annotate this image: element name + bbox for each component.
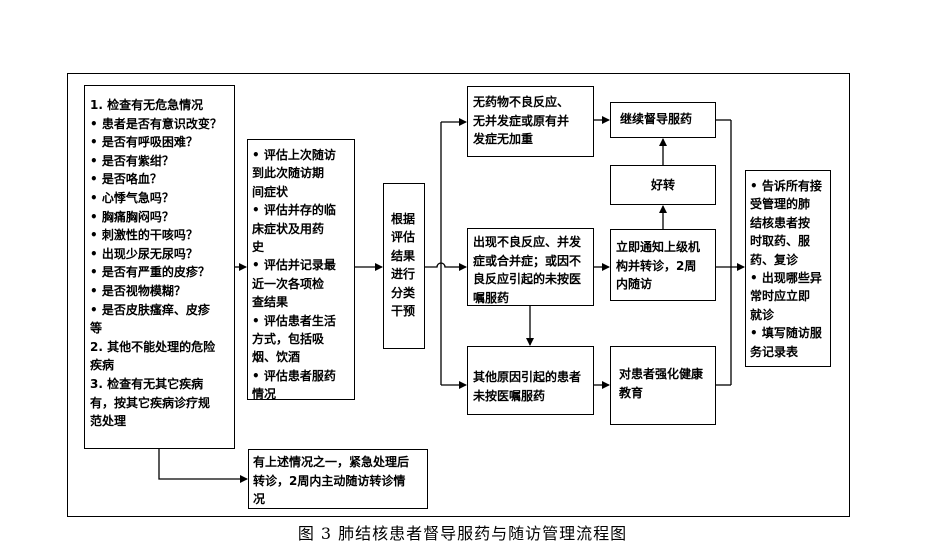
box-text-line: • 出现少尿无尿吗？	[90, 246, 198, 261]
box-text-line: 内随访	[616, 277, 653, 292]
box-text-line: 继续督导服药	[620, 112, 693, 126]
box-text-line: 况	[253, 492, 266, 507]
improved-box: 好转	[610, 165, 716, 205]
box-text-line: 结核患者按	[750, 215, 811, 230]
arrow-b1-b12	[158, 449, 248, 483]
box-text-line: 时取药、服	[750, 234, 811, 249]
box-text-line: 史	[252, 240, 265, 255]
box-text-line: 未按医嘱服药	[473, 388, 546, 403]
box-text-line: • 评估患者生活	[252, 313, 336, 328]
adverse-reaction-box: 出现不良反应、并发症或合并症；或因不良反应引起的未按医嘱服药	[467, 228, 594, 306]
box-text-line: • 评估并存的临	[252, 203, 336, 218]
health-education-box: 对患者强化健康教育	[610, 346, 716, 425]
box-text-line: • 心悸气急吗？	[90, 190, 174, 205]
box-text-line: 无并发症或原有并	[473, 113, 570, 128]
box-text-line: 转诊，2周内主动随访转诊情	[253, 473, 406, 488]
emergency-check-box: 1. 检查有无危急情况 • 患者是否有意识改变？ • 是否有呼吸困难？ • 是否有紫绀…	[84, 85, 235, 449]
box-text-line: 嘱服药	[473, 290, 510, 305]
branch-hop	[425, 262, 450, 268]
box-text-line: 到此次随访期	[252, 166, 325, 181]
box-text-line: 烟、饮酒	[252, 350, 301, 365]
box-text-line: • 告诉所有接	[750, 179, 822, 193]
box-text-line: • 刺激性的干咳吗？	[90, 228, 198, 243]
box-text-line: 常时应立即	[750, 289, 811, 304]
box-text-line: • 出现哪些异	[750, 271, 822, 286]
box-text-line: 结果	[391, 248, 416, 263]
box-text-line: 无药物不良反应、	[473, 95, 570, 109]
box-text-line: • 是否有严重的皮疹？	[90, 265, 210, 280]
box-text-line: 根据	[391, 212, 416, 226]
box-text-line: 进行	[391, 267, 416, 282]
box-text-line: • 是否有呼吸困难？	[90, 135, 198, 150]
box-text-line: 干预	[391, 304, 416, 319]
box-text-line: 就诊	[750, 307, 775, 322]
box-text-line: 构并转诊，2周	[616, 258, 697, 273]
box-text-line: 方式，包括吸	[252, 332, 325, 347]
continue-supervision-box: 继续督导服药	[610, 102, 716, 138]
box-text-line: 药、复诊	[750, 252, 799, 267]
box-text-line: 受管理的肺	[750, 197, 811, 212]
box-text-line: • 胸痛胸闷吗？	[90, 209, 174, 224]
other-reason-box: 其他原因引起的患者未按医嘱服药	[467, 346, 594, 415]
emergency-referral-box: 有上述情况之一，紧急处理后转诊，2周内主动随访转诊情况	[248, 449, 428, 509]
box-text-line: 症或合并症；或因不	[473, 253, 582, 268]
box-text-line: 有上述情况之一，紧急处理后	[253, 455, 410, 469]
box-text-line: • 是否皮肤瘙痒、皮疹	[90, 302, 210, 317]
box-text-line: • 评估患者服药	[252, 368, 336, 383]
box-text-line: • 是否视物模糊？	[90, 283, 186, 298]
classify-intervene-box: 根据评估结果进行分类干预	[383, 183, 425, 349]
box-text-line: 1. 检查有无危急情况	[90, 98, 204, 112]
box-text-line: 查结果	[252, 295, 289, 310]
box-text-line: 良反应引起的未按医	[473, 272, 582, 287]
box-text-line: • 是否咯血？	[90, 172, 162, 187]
box-text-line: 间症状	[252, 184, 289, 199]
box-text-line: 立即通知上级机	[616, 240, 701, 254]
box-text-line: 出现不良反应、并发	[473, 235, 582, 249]
assessment-box: • 评估上次随访到此次随访期间症状 • 评估并存的临床症状及用药史 • 评估并记录最…	[247, 139, 355, 402]
box-text-line: 床症状及用药	[252, 221, 325, 236]
box-text-line: • 评估并记录最	[252, 258, 336, 273]
instructions-box: • 告诉所有接受管理的肺结核患者按时取药、服药、复诊 • 出现哪些异常时应立即就诊…	[745, 170, 831, 367]
box-text-line: 分类	[391, 285, 416, 300]
box-text-line: 发症无加重	[473, 132, 534, 147]
box-text-line: 疾病	[90, 358, 115, 373]
box-text-line: • 评估上次随访	[252, 148, 336, 162]
box-text-line: 评估	[391, 230, 416, 245]
box-text-line: 有，按其它疾病诊疗规	[90, 395, 211, 410]
box-text-line: 对患者强化健康	[619, 367, 704, 381]
box-text-line: • 患者是否有意识改变？	[90, 116, 222, 131]
box-text-line: • 填写随访服	[750, 326, 822, 341]
referral-box: 立即通知上级机构并转诊，2周内随访	[610, 229, 716, 301]
box-text-line: • 是否有紫绀？	[90, 153, 174, 168]
box-text-line: 2. 其他不能处理的危险	[90, 339, 216, 354]
box-text-line: 情况	[252, 387, 277, 402]
box-text-line: 范处理	[90, 414, 127, 429]
figure-caption: 图 3 肺结核患者督导服药与随访管理流程图	[297, 524, 628, 543]
diagram-frame	[67, 73, 850, 517]
box-text-line: 其他原因引起的患者	[473, 370, 582, 384]
box-text-line: 好转	[650, 177, 675, 192]
no-adverse-reaction-box: 无药物不良反应、无并发症或原有并发症无加重	[467, 86, 594, 157]
box-text-line: 近一次各项检	[252, 276, 325, 291]
box-text-line: 教育	[619, 385, 644, 400]
box-text-line: 等	[90, 321, 103, 336]
box-text-line: 务记录表	[750, 344, 799, 359]
box-text-line: 3. 检查有无其它疾病	[90, 376, 204, 391]
